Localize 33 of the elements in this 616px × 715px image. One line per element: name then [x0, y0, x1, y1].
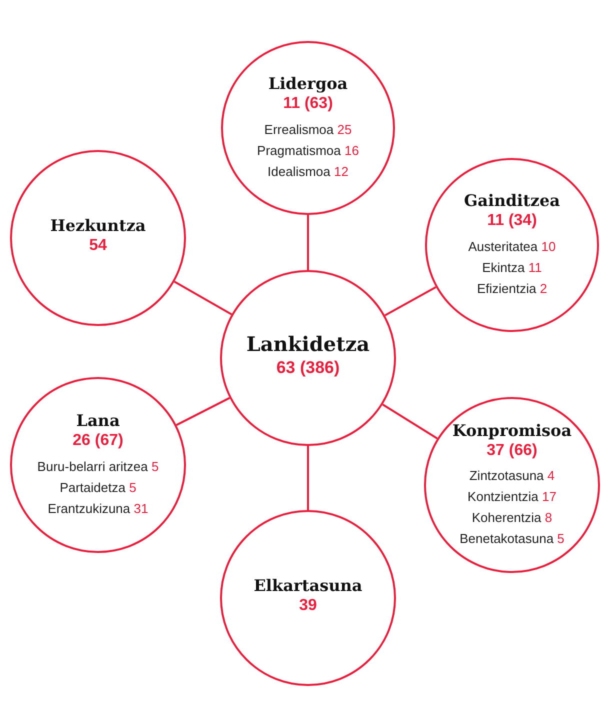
node-title: Gainditzea [464, 191, 560, 212]
connector-line [382, 404, 438, 440]
item-text: Efizientzia 2 [476, 280, 548, 298]
item-text: Zintzotasuna 4 [469, 467, 555, 486]
node-title: Lankidetza [246, 332, 370, 358]
node-count: 11 (63) [283, 94, 333, 114]
item-text: Idealismoa 12 [268, 162, 348, 181]
item-text: Austeritatea 10 [468, 238, 556, 256]
item-text: Erantzukizuna 31 [48, 500, 148, 518]
item-text: Partaidetza 5 [60, 478, 136, 497]
node-count: 37 (66) [486, 440, 538, 461]
connector-line [307, 215, 309, 270]
item-text: Kontzientzia 17 [468, 488, 556, 506]
item-text: Ekintza 11 [482, 258, 542, 277]
item-text: Buru-belarri aritzea 5 [37, 458, 159, 476]
node-count: 11 (34) [487, 211, 537, 232]
connector-line [174, 280, 232, 316]
item-text: Benetakotasuna 5 [460, 530, 564, 548]
node-count: 54 [89, 236, 107, 256]
item-text: Pragmatismoa 16 [257, 142, 359, 160]
connector-line [176, 397, 230, 426]
node-title: Elkartasuna [254, 576, 362, 596]
node-title: Konpromisoa [452, 420, 572, 441]
node-title: Hezkuntza [50, 216, 146, 236]
item-text: Errealismoa 25 [264, 120, 352, 139]
item-text: Koherentzia 8 [472, 509, 552, 528]
node-count: 39 [299, 596, 317, 616]
node-title: Lidergoa [268, 74, 348, 94]
node-title: Lana [76, 411, 120, 432]
node-count: 63 (386) [276, 357, 340, 380]
connector-line [384, 286, 436, 316]
connector-line [307, 446, 309, 510]
node-count: 26 (67) [72, 431, 124, 452]
